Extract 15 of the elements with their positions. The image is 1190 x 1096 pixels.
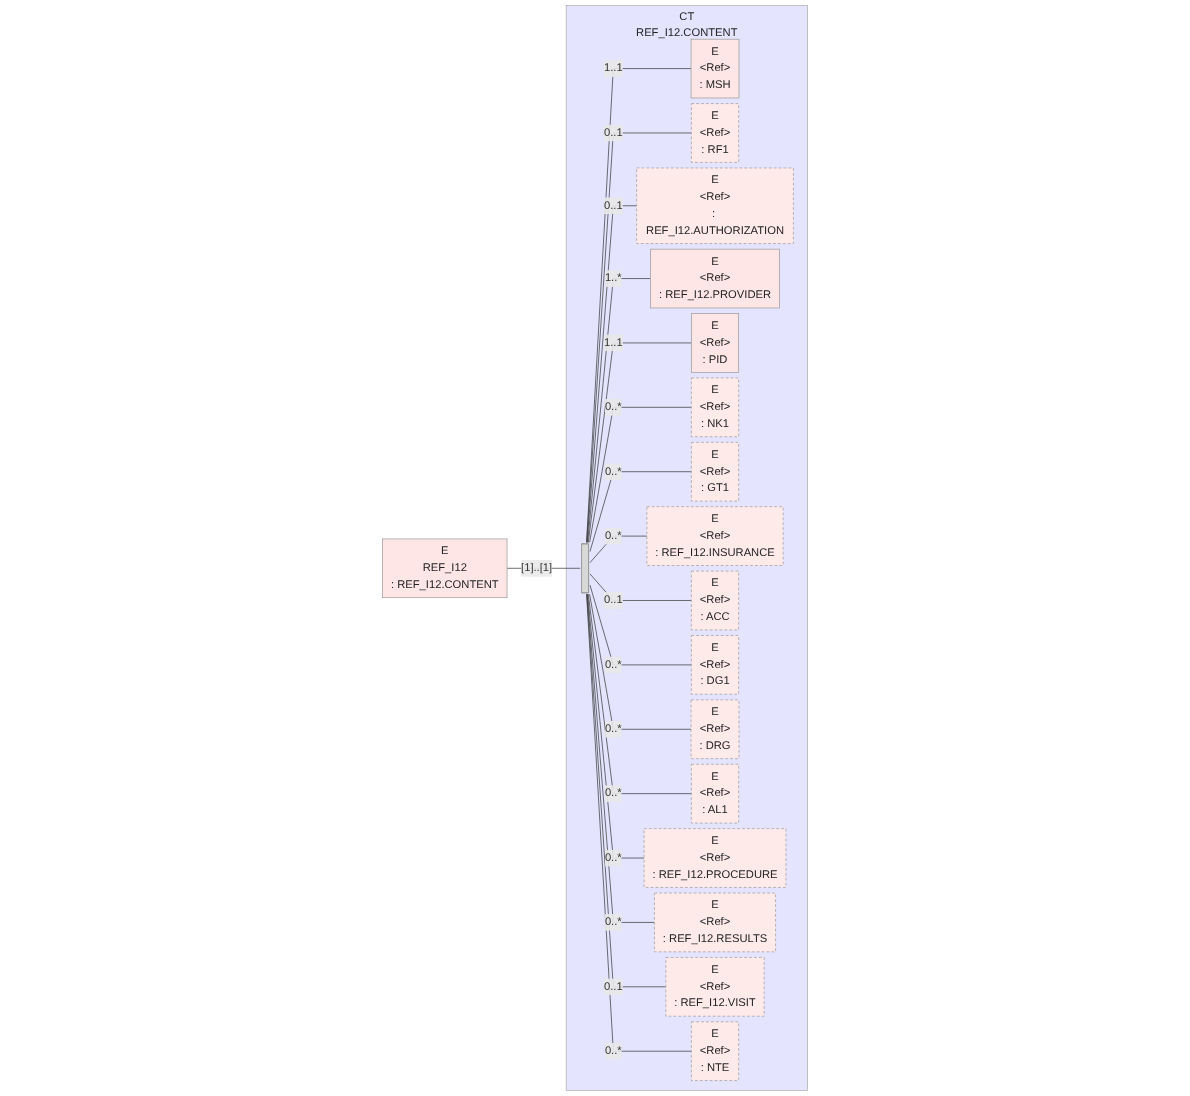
connector <box>587 278 651 543</box>
connector <box>589 573 692 601</box>
connector <box>586 593 692 1052</box>
connector <box>586 593 667 988</box>
connector <box>589 406 692 543</box>
connector <box>589 535 648 564</box>
connector <box>587 593 645 859</box>
connector <box>587 593 692 794</box>
connector <box>506 567 581 569</box>
connector <box>587 342 692 543</box>
connector <box>586 593 655 923</box>
connector <box>589 593 692 730</box>
connector <box>586 205 637 543</box>
connector <box>589 584 692 666</box>
connector <box>589 471 692 552</box>
